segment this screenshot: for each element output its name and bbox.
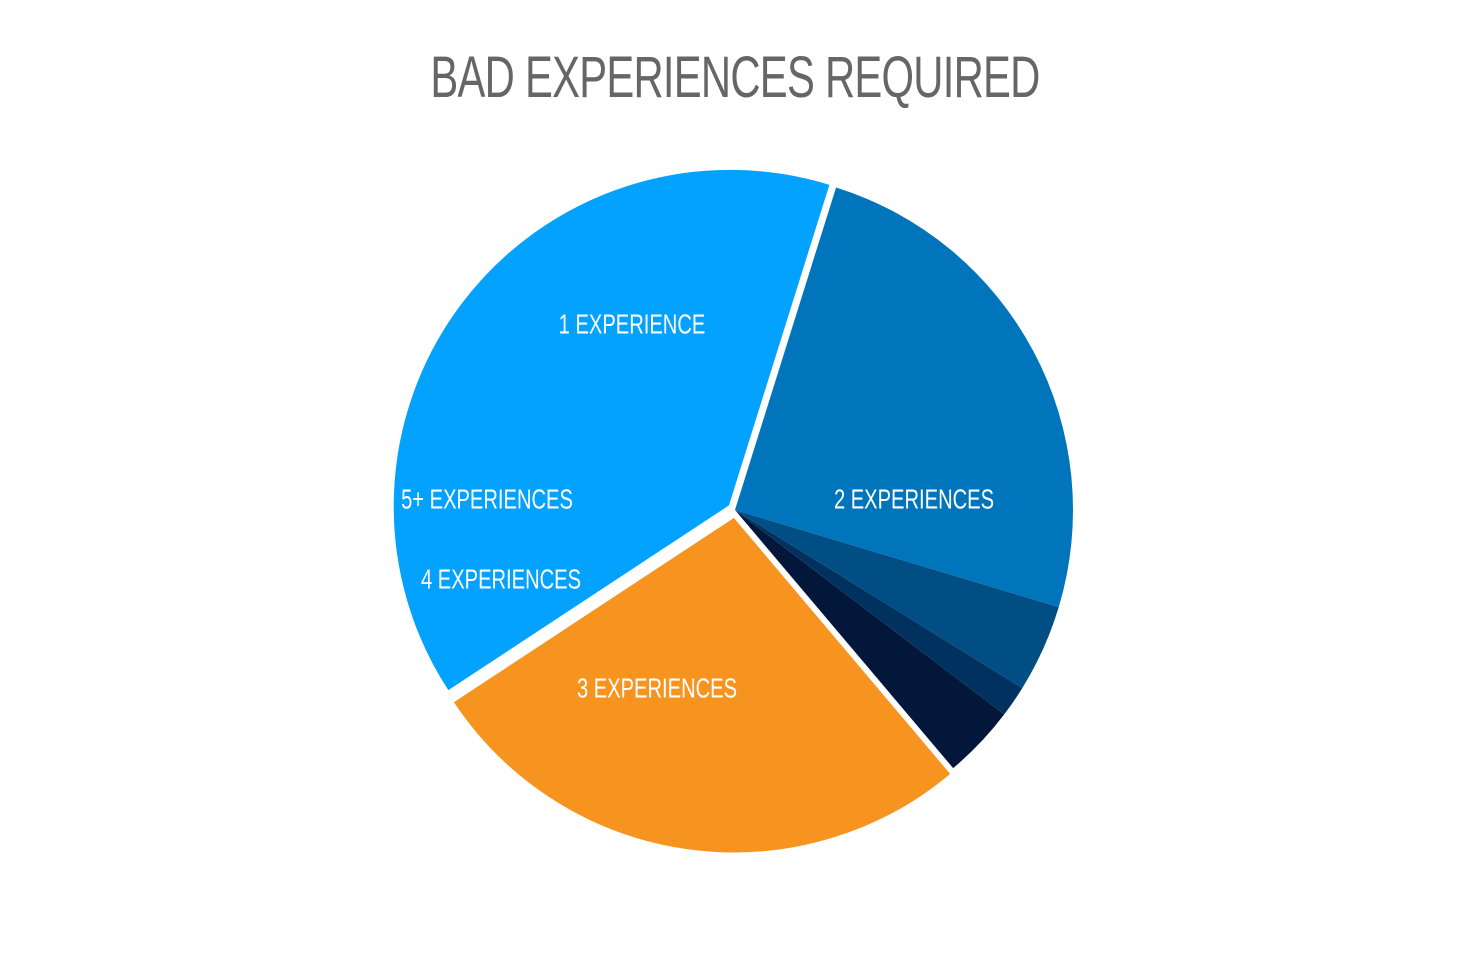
pie-slice-3-experiences	[735, 187, 1073, 608]
pie-slice-5-experiences	[735, 510, 1005, 769]
slice-label-2-experiences: 2 EXPERIENCES	[834, 485, 994, 516]
pie-slice-slice-3	[735, 510, 1023, 715]
chart-title: BAD EXPERIENCES REQUIRED	[430, 45, 1040, 110]
pie-slice-2-experiences	[390, 166, 834, 695]
slice-label-3-experiences: 3 EXPERIENCES	[577, 674, 737, 705]
pie-slice-4-experiences	[735, 510, 1059, 689]
slice-label-5-experiences: 5+ EXPERIENCES	[401, 485, 573, 516]
slice-label-1-experience: 1 EXPERIENCE	[559, 310, 706, 341]
pie-slice-1-experience	[449, 513, 955, 856]
slice-label-4-experiences: 4 EXPERIENCES	[421, 565, 581, 596]
